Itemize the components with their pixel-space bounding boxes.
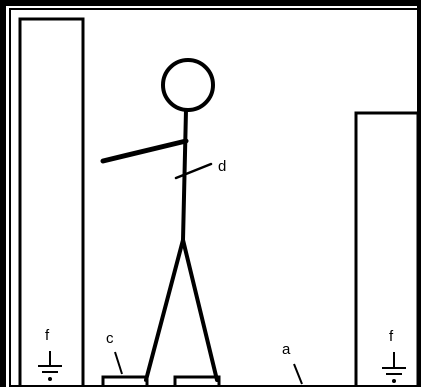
ground-symbol-right bbox=[382, 352, 406, 383]
label-c: c bbox=[106, 330, 114, 347]
ground-right-dot bbox=[392, 379, 396, 383]
left-column-outline bbox=[18, 17, 85, 387]
figure-left-leg bbox=[144, 238, 185, 382]
right-column bbox=[354, 111, 420, 387]
figure-head bbox=[161, 58, 215, 112]
left-column bbox=[18, 17, 85, 387]
figure-arm bbox=[100, 138, 189, 164]
right-column-outline bbox=[354, 111, 420, 387]
pointer-lines bbox=[114, 351, 303, 385]
figure-right-leg bbox=[181, 238, 219, 382]
pointer-line-a bbox=[293, 363, 303, 385]
ground-symbol-left bbox=[38, 351, 62, 381]
ground-left-dot bbox=[48, 377, 52, 381]
left-foot-pad bbox=[101, 375, 149, 387]
label-a: a bbox=[282, 341, 291, 358]
right-foot-pad bbox=[173, 375, 221, 387]
feet-pads bbox=[101, 375, 221, 387]
stick-figure bbox=[100, 58, 219, 382]
pointer-line-c bbox=[114, 351, 123, 375]
label-d: d bbox=[218, 158, 226, 175]
label-f-right: f bbox=[389, 328, 394, 345]
pointer-line-d bbox=[174, 162, 213, 180]
label-f-left: f bbox=[45, 327, 50, 344]
